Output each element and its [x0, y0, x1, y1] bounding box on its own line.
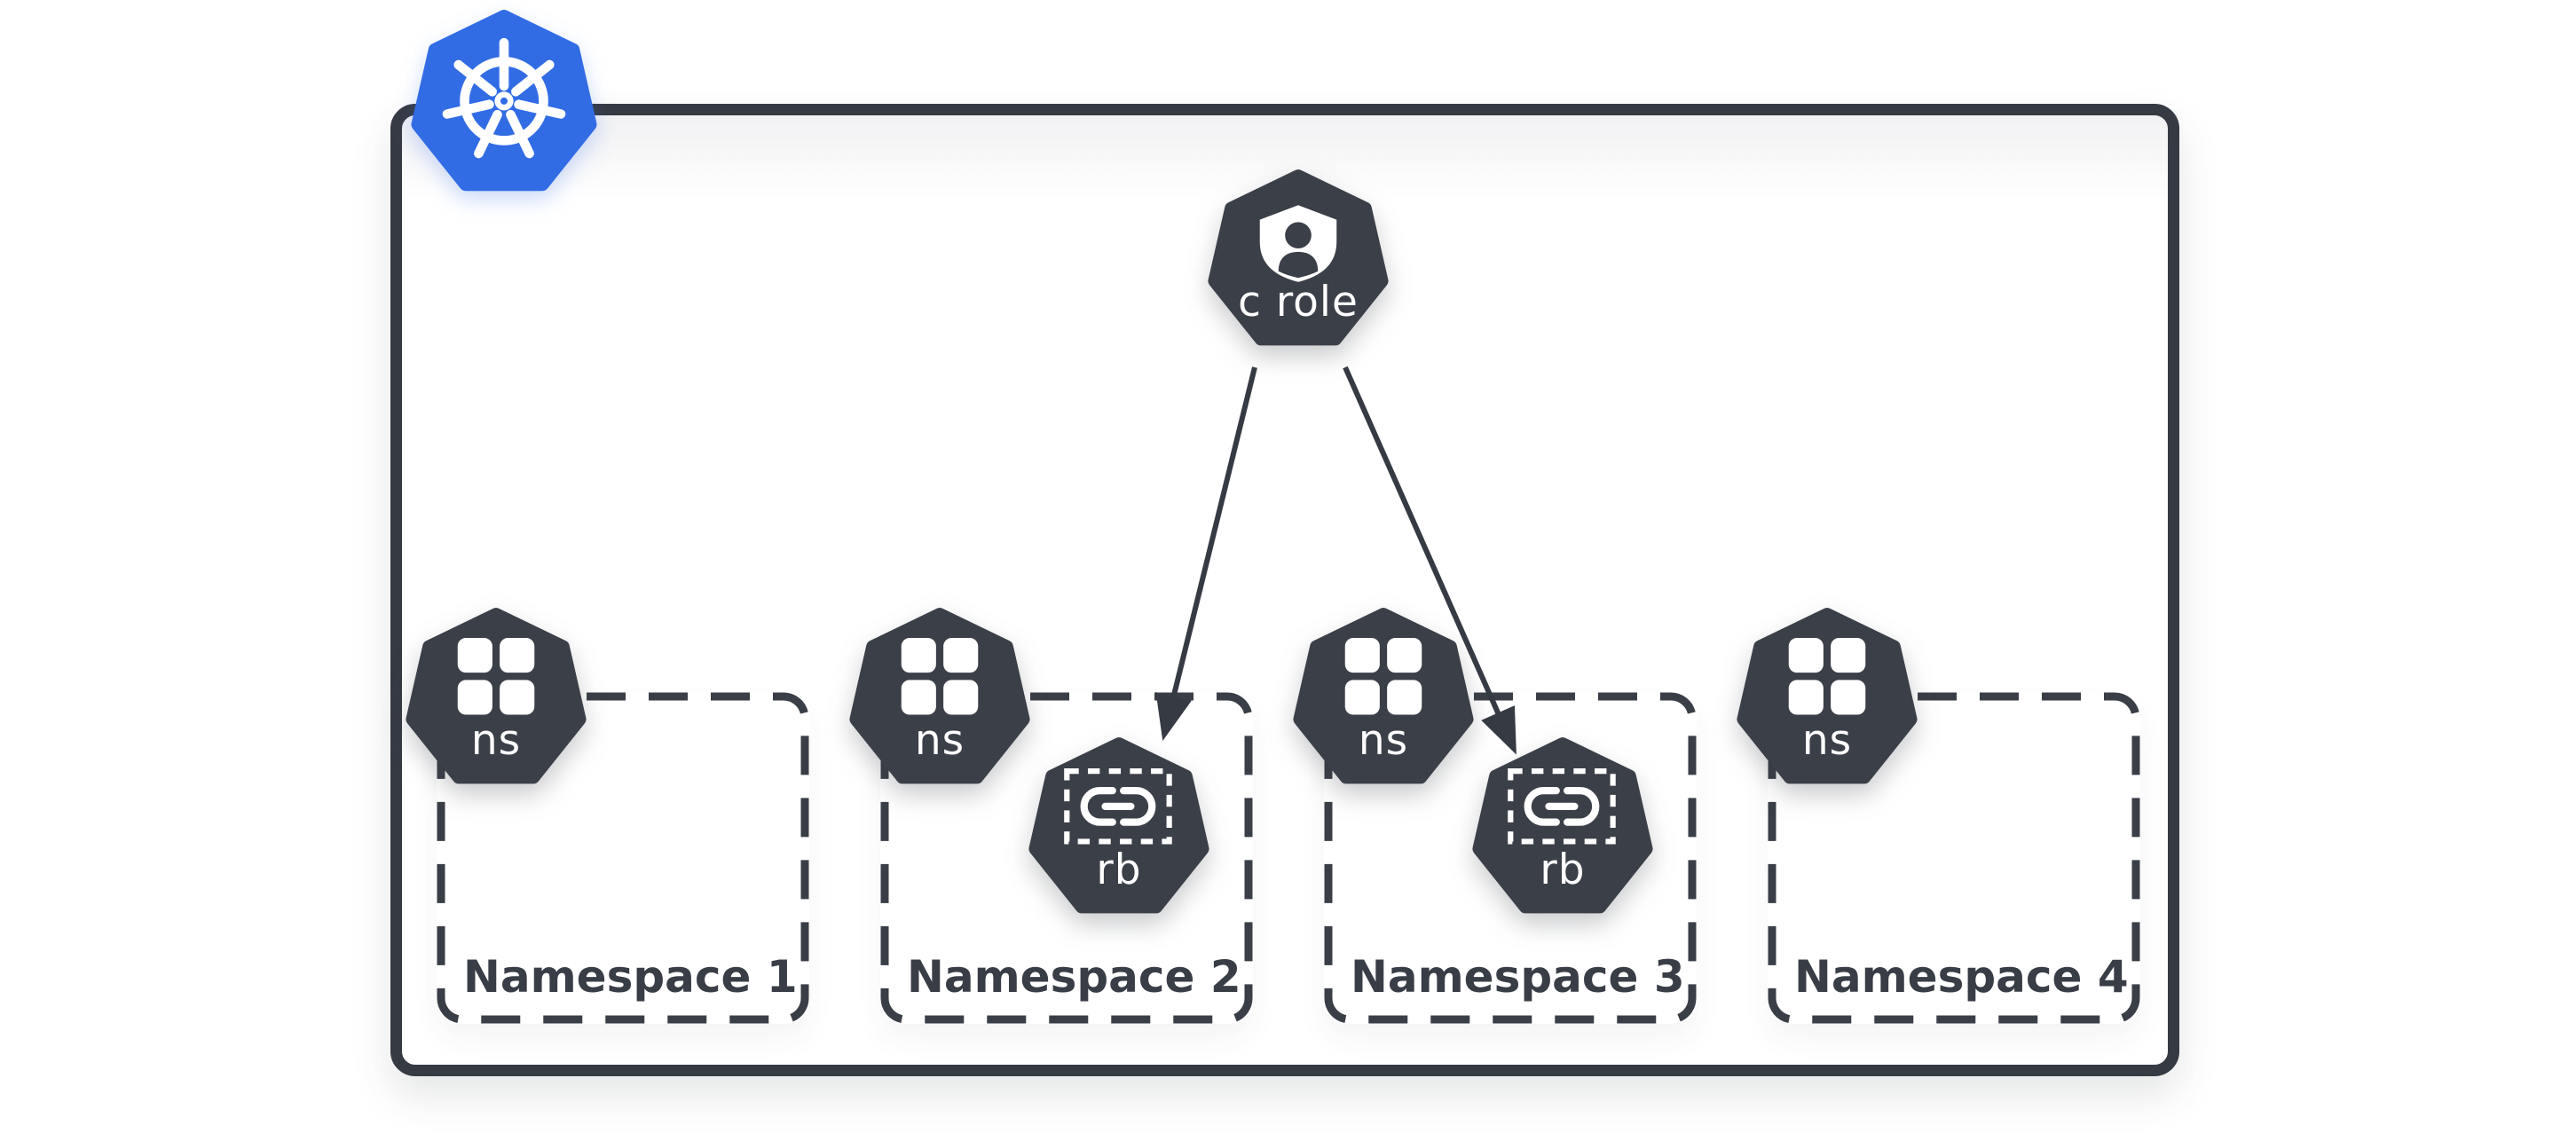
- namespace-box-4: ns Namespace 4: [1737, 608, 2140, 1024]
- rolebinding-label: rb: [1096, 846, 1142, 894]
- rolebinding-node: rb: [1471, 736, 1654, 919]
- namespace-dashed-border: [1768, 692, 2140, 1024]
- grid-icon: [457, 638, 535, 715]
- namespace-label: Namespace 1: [463, 951, 798, 1003]
- chain-link-icon: [1508, 768, 1616, 845]
- namespace-icon-label: ns: [914, 716, 965, 765]
- namespace-icon-label: ns: [470, 716, 522, 765]
- cluster-role-node: c role: [1207, 169, 1390, 351]
- user-shield-icon: [1259, 205, 1337, 282]
- chain-link-icon: [1064, 768, 1172, 845]
- kubernetes-logo-icon: [410, 9, 598, 197]
- namespace-dashed-border: [880, 692, 1253, 1024]
- namespace-icon-label: ns: [1358, 716, 1409, 765]
- namespace-box-1: ns Namespace 1: [406, 608, 809, 1024]
- namespace-label: Namespace 2: [907, 951, 1241, 1003]
- namespace-icon: ns: [1736, 607, 1918, 790]
- namespace-icon: ns: [1292, 607, 1475, 790]
- rolebinding-label: rb: [1540, 846, 1586, 894]
- grid-icon: [901, 638, 979, 715]
- namespace-label: Namespace 3: [1351, 951, 1685, 1003]
- namespace-box-2: ns rb Namespace 2: [849, 608, 1253, 1024]
- rolebinding-node: rb: [1028, 736, 1210, 919]
- namespace-icon: ns: [405, 607, 587, 790]
- namespace-label: Namespace 4: [1794, 951, 2129, 1003]
- namespace-box-3: ns rb Namespace 3: [1293, 608, 1697, 1024]
- namespace-icon: ns: [848, 607, 1031, 790]
- grid-icon: [1788, 638, 1866, 715]
- namespace-dashed-border: [437, 692, 809, 1024]
- namespace-icon-label: ns: [1801, 716, 1853, 765]
- cluster-role-label: c role: [1238, 278, 1359, 327]
